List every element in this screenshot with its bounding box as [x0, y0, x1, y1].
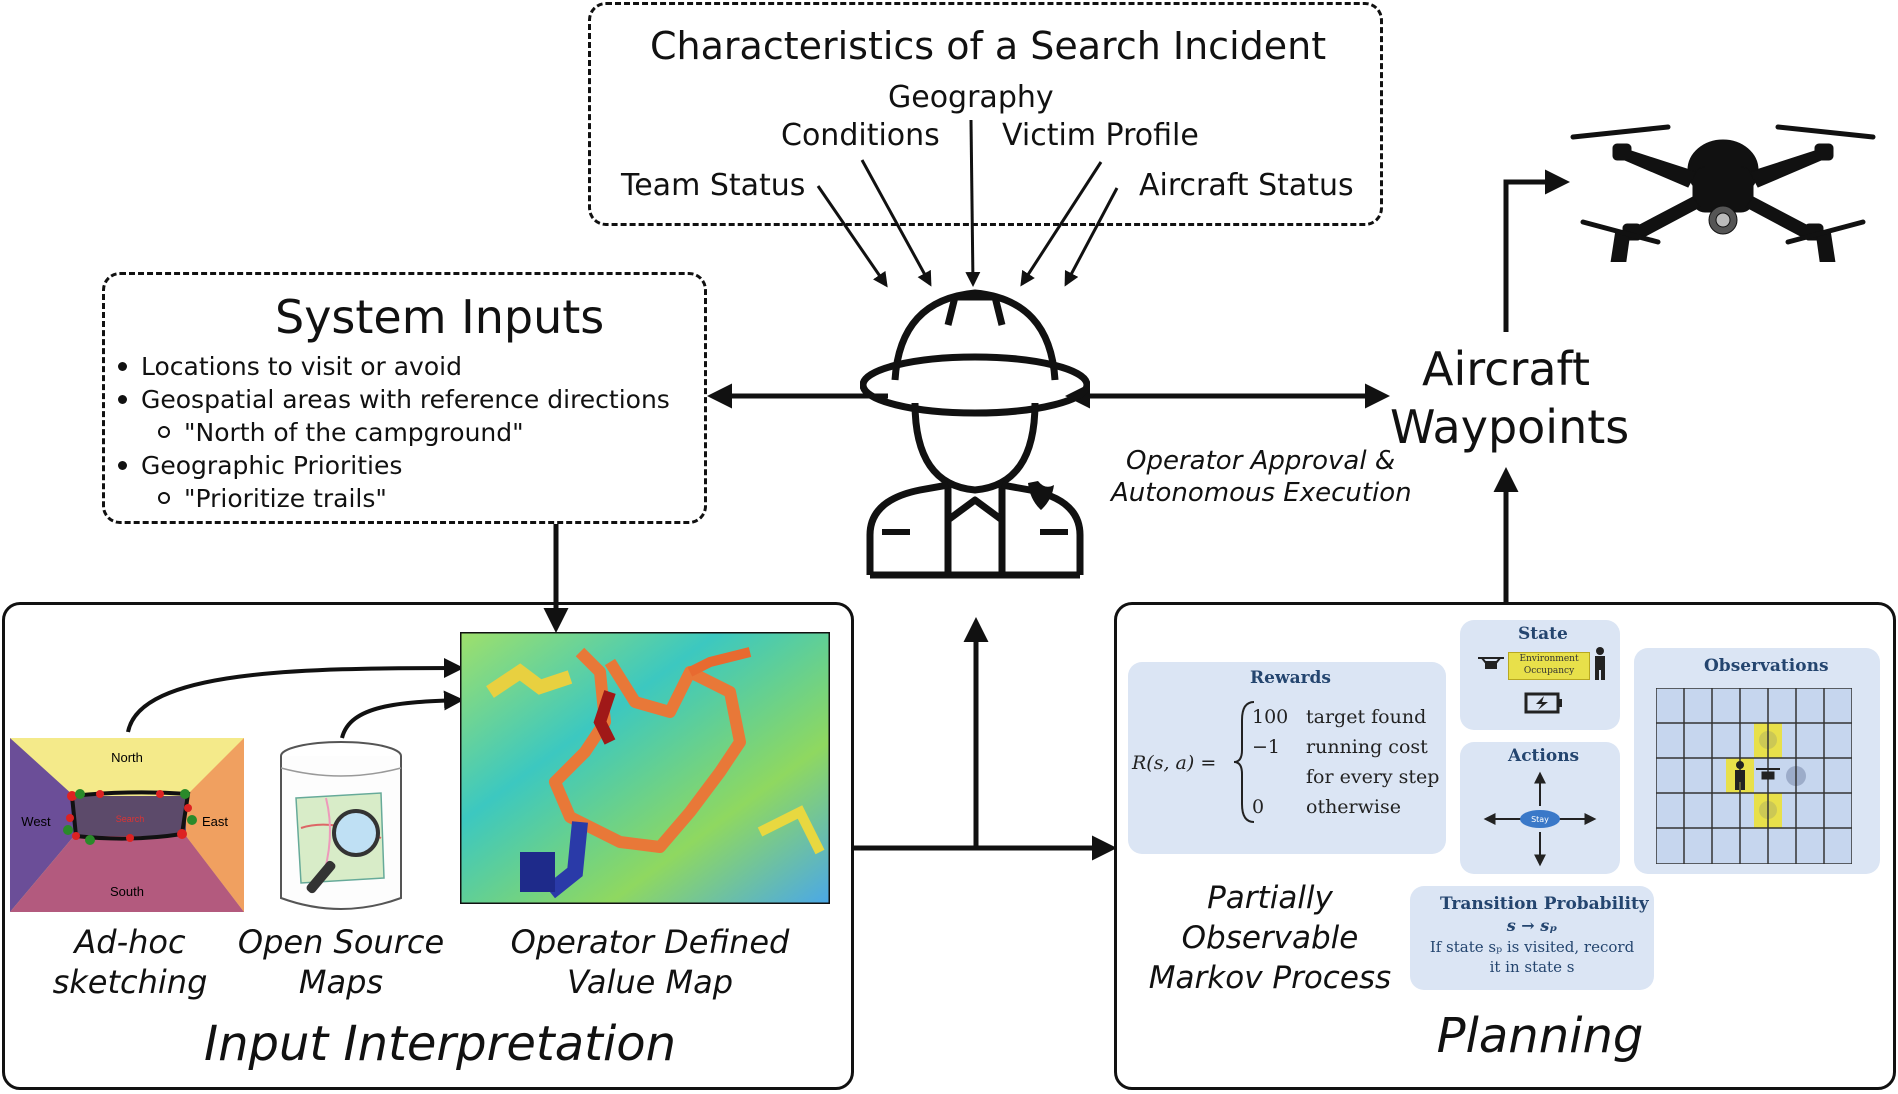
list-item: Locations to visit or avoid: [118, 350, 670, 383]
transition-line1: If state sₚ is visited, record: [1429, 938, 1635, 956]
characteristics-title: Characteristics of a Search Incident: [650, 24, 1327, 68]
arrow-team-status: [816, 185, 888, 288]
system-inputs-box: [102, 272, 707, 524]
state-person-icon: [1595, 647, 1605, 680]
observations-grid: [1656, 688, 1852, 864]
system-inputs-list: Locations to visit or avoid Geospatial a…: [118, 350, 670, 515]
battery-icon: [1524, 692, 1562, 714]
actions-diagram: Stay: [1483, 771, 1597, 867]
input-interpretation-box: [2, 602, 854, 1090]
list-item: "North of the campground": [118, 416, 670, 449]
aircraft-waypoints-line2: Waypoints: [1390, 400, 1630, 454]
sketch-label-center: Search: [116, 814, 145, 824]
pomdp-caption: Partially Observable Markov Process: [1148, 880, 1392, 996]
sketch-label-north: North: [111, 750, 143, 765]
geography-label: Geography: [888, 80, 1054, 115]
sketch-label-west: West: [21, 814, 51, 829]
operator-note-line1: Operator Approval &: [1126, 446, 1396, 476]
reward-desc-3: otherwise: [1306, 796, 1401, 818]
transition-panel: [1410, 886, 1654, 990]
actions-title: Actions: [1508, 746, 1580, 766]
planning-box: [1114, 602, 1896, 1090]
state-title: State: [1518, 624, 1568, 644]
rewards-title: Rewards: [1250, 668, 1332, 688]
sketch-caption: Ad-hoc sketching: [52, 923, 208, 1001]
value-map-heatmap: [460, 632, 830, 904]
reward-value-2: −1: [1252, 736, 1281, 758]
arrow-waypoints-to-drone: [1503, 169, 1570, 332]
victim-profile-label: Victim Profile: [1002, 118, 1199, 153]
rewards-brace: [1233, 701, 1255, 823]
reward-desc-2b: for every step: [1306, 766, 1440, 788]
input-interpretation-title: Input Interpretation: [203, 1016, 677, 1072]
arrow-geography: [965, 119, 981, 287]
arrow-conditions: [860, 159, 932, 287]
rewards-lhs: R(s, a) =: [1132, 752, 1217, 774]
operator-icon: [860, 289, 1090, 579]
list-item: Geographic Priorities: [118, 449, 670, 482]
arrow-sketch-to-valuemap: [126, 658, 464, 733]
transition-title: Transition Probability: [1440, 894, 1649, 914]
reward-desc-1: target found: [1306, 706, 1427, 728]
aircraft-status-label: Aircraft Status: [1139, 168, 1354, 203]
drone-icon: [1570, 124, 1876, 262]
sketch-map: North South West East Search: [10, 738, 244, 912]
team-status-label: Team Status: [621, 168, 806, 203]
stay-label: Stay: [1531, 815, 1549, 824]
conditions-label: Conditions: [781, 118, 940, 153]
list-item: Geospatial areas with reference directio…: [118, 383, 670, 416]
rewards-panel: [1128, 662, 1446, 854]
arrow-osm-to-valuemap: [340, 690, 464, 739]
arrow-aircraft-status: [1064, 187, 1119, 287]
aircraft-waypoints-label: Aircraft Waypoints: [1390, 340, 1630, 456]
list-item: "Prioritize trails": [118, 482, 670, 515]
reward-value-3: 0: [1252, 796, 1265, 818]
state-drone-icon: [1478, 657, 1504, 669]
reward-value-1: 100: [1252, 706, 1289, 728]
aircraft-waypoints-line1: Aircraft: [1422, 342, 1590, 396]
observations-title: Observations: [1704, 656, 1829, 676]
transition-line2: it in state s: [1489, 958, 1575, 976]
sketch-label-south: South: [110, 884, 144, 899]
grid-drone-icon: [1756, 768, 1780, 780]
osm-caption: Open Source Maps: [237, 923, 445, 1001]
grid-person-icon: [1735, 761, 1745, 790]
characteristics-box: [588, 2, 1383, 226]
osm-jar-icon: [280, 741, 402, 910]
sketch-label-east: East: [202, 814, 228, 829]
planning-title: Planning: [1436, 1008, 1644, 1064]
state-environment-occupancy: Environment Occupancy: [1508, 652, 1590, 680]
system-inputs-title: System Inputs: [275, 290, 605, 344]
value-map-caption: Operator Defined Value Map: [510, 923, 790, 1001]
transition-formula: s → sₚ: [1506, 916, 1558, 935]
operator-note-line2: Autonomous Execution: [1111, 478, 1412, 508]
reward-desc-2a: running cost: [1306, 736, 1428, 758]
